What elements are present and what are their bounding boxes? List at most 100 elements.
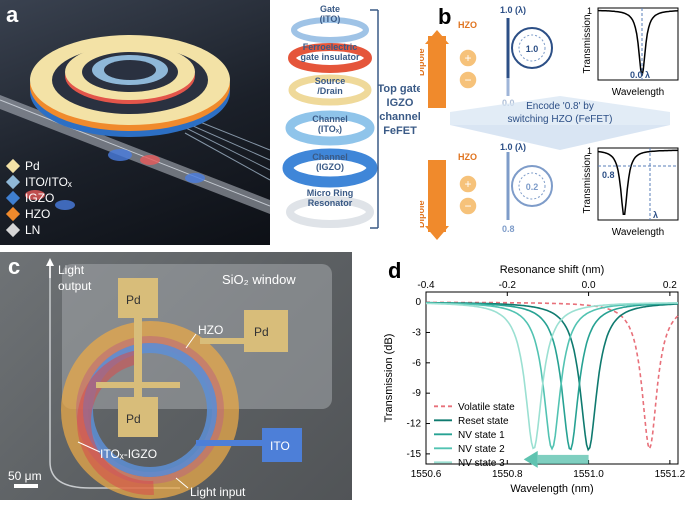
dip-label: 0.0 xyxy=(630,70,643,80)
legend-item: HZO xyxy=(5,206,72,222)
xlabel: Wavelength xyxy=(612,87,664,98)
y-tick-label: -9 xyxy=(412,388,421,399)
layer-label: Resonator xyxy=(308,198,353,208)
lambda-bottom-label: 0.8 xyxy=(502,224,515,234)
y-tick-label: -6 xyxy=(412,358,421,369)
x2-tick-label: 0.0 xyxy=(582,280,596,291)
dipole-label: Dipole xyxy=(420,200,426,228)
hzo-label: HZO xyxy=(458,152,477,162)
encode-label: Encode '0.8' by xyxy=(526,101,594,112)
y-axis-label: Transmission (dB) xyxy=(383,334,395,423)
encode-banner: Encode '0.8' by switching HZO (FeFET) xyxy=(450,96,670,150)
ito-igzo-label: ITOₓ-IGZO xyxy=(100,447,157,461)
lambda-label: λ xyxy=(645,70,650,80)
legend-swatch xyxy=(5,206,21,222)
layer-label: (IGZO) xyxy=(316,162,344,172)
svg-text:−: − xyxy=(464,73,471,87)
lambda-top-label: 1.0 (λ) xyxy=(500,5,526,15)
x2-tick-label: -0.2 xyxy=(499,280,517,291)
layer-label: Gate xyxy=(320,4,340,14)
layer-label: Micro Ring xyxy=(307,188,354,198)
ylabel: Transmission xyxy=(582,14,593,73)
plot-frame xyxy=(425,291,679,465)
pd-label: Pd xyxy=(126,293,141,307)
x2-axis-label: Resonance shift (nm) xyxy=(500,264,605,276)
ring-value: 1.0 xyxy=(526,44,539,54)
lambda-top-label: 1.0 (λ) xyxy=(500,142,526,152)
legend-label: NV state 3 xyxy=(458,458,505,469)
legend-item: IGZO xyxy=(5,190,72,206)
x-tick-label: 1550.8 xyxy=(492,469,523,480)
x2-tick-label: -0.4 xyxy=(417,280,435,291)
hzo-label: HZO xyxy=(458,20,477,30)
ytick: 1 xyxy=(587,146,592,156)
pd-pad-top xyxy=(118,278,158,318)
pd-label: Pd xyxy=(126,412,141,426)
layer-label: (ITOₓ) xyxy=(318,124,342,134)
ylabel: Transmission xyxy=(582,154,593,213)
dipole-label: Dipole xyxy=(420,48,426,76)
panel-c-letter: c xyxy=(8,254,21,279)
x-tick-label: 1550.6 xyxy=(411,469,442,480)
x-axis-label: Wavelength (nm) xyxy=(510,483,593,495)
light-input-label: Light input xyxy=(190,485,246,499)
legend-label: HZO xyxy=(25,207,51,221)
panel-a-illustration xyxy=(0,35,271,214)
legend-swatch xyxy=(5,190,21,206)
bracket-label: channel xyxy=(379,111,420,123)
layer-label: Source xyxy=(315,76,346,86)
sio2-window-label: SiO₂ window xyxy=(222,272,296,287)
ring-top xyxy=(511,27,553,69)
layer-label: (ITO) xyxy=(320,14,341,24)
spectrum-top: 1 Transmission Wavelength 0.0 λ xyxy=(582,6,679,98)
pd-label: Pd xyxy=(254,325,269,339)
ytick: 1 xyxy=(587,6,592,16)
bracket-label: Top gate xyxy=(377,83,420,95)
dipole-top: Dipole + − HZO xyxy=(416,20,481,108)
legend-swatch xyxy=(5,158,21,174)
ito-label: ITO xyxy=(270,439,290,453)
xlabel: Wavelength xyxy=(612,227,664,238)
legend-label: Pd xyxy=(25,159,40,173)
x2-tick-label: 0.2 xyxy=(663,280,677,291)
legend-label: NV state 1 xyxy=(458,430,505,441)
layer-label: gate insulator xyxy=(300,52,360,62)
layer-label: /Drain xyxy=(317,86,343,96)
glow-dots xyxy=(25,149,205,210)
ring-bottom xyxy=(511,165,553,207)
ring-value: 0.2 xyxy=(526,182,539,192)
pd-pad-center xyxy=(118,397,158,437)
legend-item: ITO/ITOₓ xyxy=(5,174,72,190)
legend-label: Volatile state xyxy=(458,402,515,413)
light-output-label: Light xyxy=(58,263,85,277)
legend-item: LN xyxy=(5,222,72,238)
panel-d-letter: d xyxy=(388,258,402,283)
hzo-label: HZO xyxy=(198,323,223,337)
ring-stack xyxy=(30,35,230,137)
layer-rings xyxy=(282,17,378,228)
dipole-bottom: Dipole + − HZO xyxy=(416,152,481,240)
legend-label: Reset state xyxy=(458,416,509,427)
bus-waveguide xyxy=(49,260,180,489)
legend-label: LN xyxy=(25,223,41,237)
x-tick-label: 1551.0 xyxy=(573,469,604,480)
panel-b-letter: b xyxy=(438,4,452,29)
scale-label: 50 μm xyxy=(8,469,42,483)
y-tick-label: -12 xyxy=(407,419,422,430)
shift-arrow-body xyxy=(537,454,589,464)
legend-swatch xyxy=(5,174,21,190)
legend-swatch xyxy=(5,222,21,238)
y-tick-label: -15 xyxy=(407,449,422,460)
y-tick-label: -3 xyxy=(412,327,421,338)
svg-text:−: − xyxy=(464,199,471,213)
legend-label: ITO/ITOₓ xyxy=(25,175,72,189)
lambda-label: λ xyxy=(653,210,658,220)
panel-c: Light output SiO₂ window Pd Pd Pd HZO IT… xyxy=(0,252,352,500)
scale-bar xyxy=(14,484,38,488)
layer-label: Channel xyxy=(312,114,348,124)
spectrum-bottom: 1 Transmission Wavelength 0.8 λ xyxy=(582,146,679,238)
layer-label: Channel xyxy=(312,152,348,162)
